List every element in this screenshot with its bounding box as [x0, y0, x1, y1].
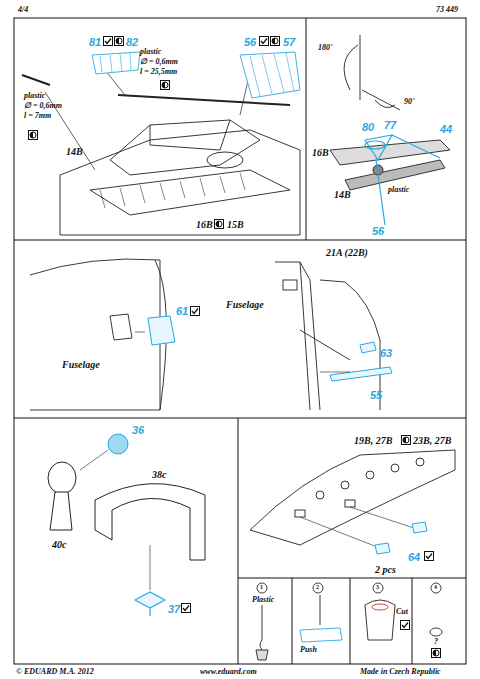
- step-number: 2: [316, 584, 319, 590]
- part-label: 21A (22B): [326, 248, 368, 258]
- website: www.eduard.com: [200, 668, 257, 676]
- callout-number: 80: [362, 122, 374, 133]
- quantity-note: 2 pcs: [375, 565, 396, 575]
- dimension: ∅ = 0,6mm: [140, 58, 178, 66]
- dimension: l = 25,5mm: [140, 68, 177, 76]
- action-note: Push: [300, 646, 317, 654]
- callout-number: 77: [384, 120, 396, 131]
- part-label: 14B: [66, 147, 83, 157]
- part-label: 23B, 27B: [413, 436, 451, 446]
- material-note: Plastic: [252, 596, 274, 604]
- part-label: 38c: [152, 470, 166, 480]
- dimension: l = 7mm: [24, 112, 51, 120]
- callout-number: 36: [132, 425, 144, 436]
- part-label: 14B: [334, 190, 351, 200]
- callout-number: 81: [89, 37, 101, 48]
- callout-number: 56: [372, 226, 384, 237]
- callout-number: 63: [380, 348, 392, 359]
- page-number: 4/4: [18, 6, 28, 14]
- angle-label: 90˚: [404, 98, 415, 106]
- catalog-number: 73 449: [436, 6, 458, 14]
- callout-number: 82: [126, 37, 138, 48]
- material-note: plastic: [140, 48, 161, 56]
- action-note: Cut: [396, 608, 408, 616]
- callout-number: 44: [440, 124, 452, 135]
- copyright: © EDUARD M.A. 2012: [16, 668, 94, 676]
- material-note: plastic: [24, 92, 45, 100]
- step-number: 4: [434, 584, 437, 590]
- callout-number: 55: [370, 390, 382, 401]
- part-label: 19B, 27B: [354, 436, 392, 446]
- callout-number: 57: [283, 37, 295, 48]
- callout-number: 37: [168, 604, 180, 615]
- part-label: Fuselage: [62, 360, 100, 370]
- part-label: Fuselage: [226, 300, 264, 310]
- callout-number: 61: [176, 306, 188, 317]
- origin-note: Made in Czech Republic: [360, 668, 441, 676]
- angle-label: 180˚: [318, 44, 333, 52]
- part-label: 16B: [312, 148, 329, 158]
- callout-number: 64: [408, 552, 420, 563]
- callout-number: 56: [244, 37, 256, 48]
- material-note: plastic: [388, 186, 409, 194]
- part-label: 16B: [196, 220, 213, 230]
- step-number: 1: [260, 584, 263, 590]
- step-number: 3: [376, 584, 379, 590]
- part-label: 40c: [52, 540, 66, 550]
- part-label: 15B: [227, 220, 244, 230]
- dimension: ∅ = 0,6mm: [24, 102, 62, 110]
- question-mark: ?: [434, 638, 438, 646]
